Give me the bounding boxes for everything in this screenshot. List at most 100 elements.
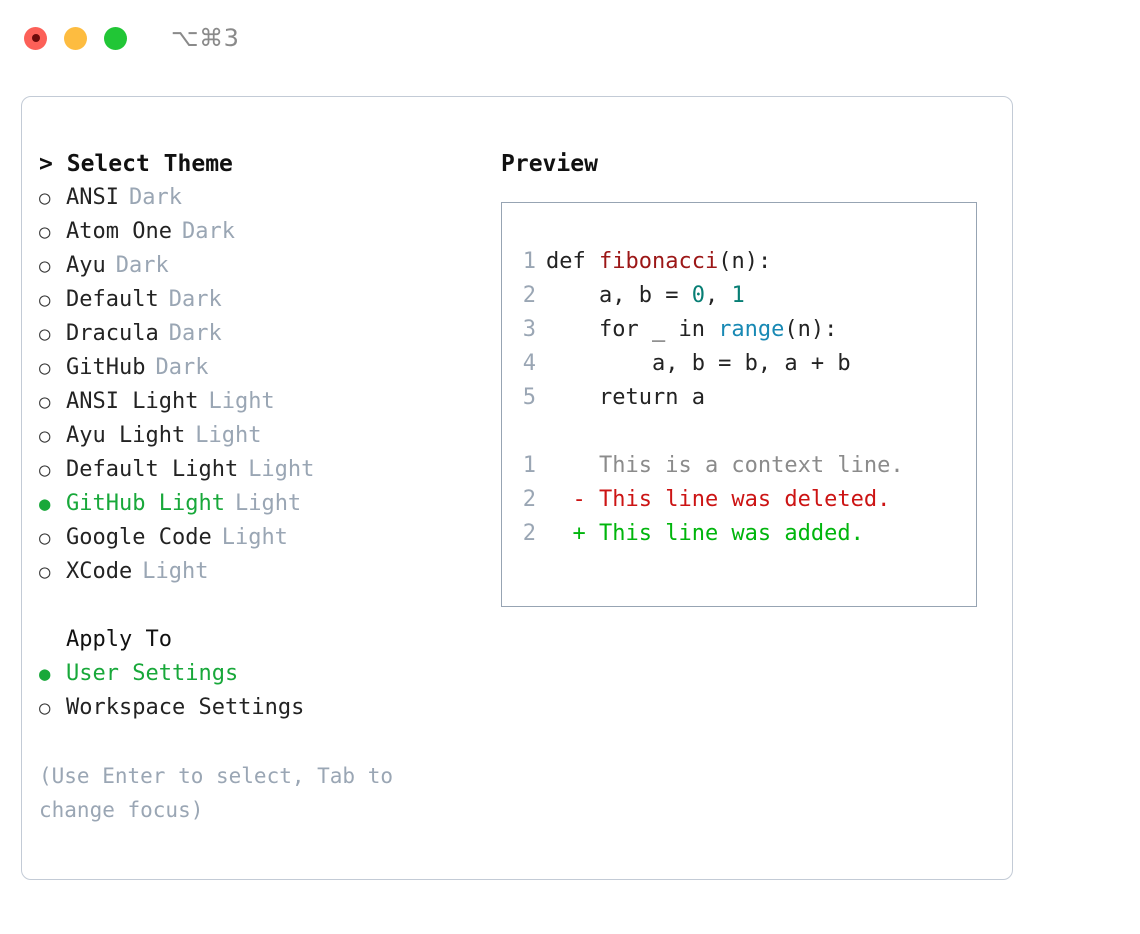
theme-option-label: GitHub Light xyxy=(66,491,225,516)
diff-line-ctx: 1 This is a context line. xyxy=(502,449,976,483)
page-title: > Select Theme xyxy=(39,147,479,181)
theme-option-label: XCode xyxy=(66,559,133,584)
radio-selected-icon: ● xyxy=(39,663,51,685)
code-line-number: 3 xyxy=(522,317,536,342)
code-line: 1 def fibonacci(n): xyxy=(502,245,976,279)
theme-variant-tag: Dark xyxy=(168,287,222,312)
code-token-plain: a, b = b, a + b xyxy=(546,351,851,376)
theme-variant-tag: Light xyxy=(248,457,315,482)
theme-variant-tag: Light xyxy=(208,389,275,414)
theme-option-github[interactable]: ○ GitHub Dark xyxy=(39,351,479,385)
diff-sample: 1 This is a context line.2 - This line w… xyxy=(502,449,976,551)
theme-option-label: Atom One xyxy=(66,219,172,244)
apply-to-option-label: User Settings xyxy=(66,661,239,686)
section-spacer xyxy=(39,589,479,623)
theme-variant-tag: Light xyxy=(234,491,302,516)
apply-to-option-workspace-settings[interactable]: ○ Workspace Settings xyxy=(39,691,479,725)
theme-option-default-light[interactable]: ○ Default Light Light xyxy=(39,453,479,487)
theme-option-google-code[interactable]: ○ Google Code Light xyxy=(39,521,479,555)
minimize-window-button[interactable] xyxy=(64,26,87,50)
code-line-number: 1 xyxy=(522,249,536,274)
radio-unselected-icon: ○ xyxy=(39,187,51,209)
code-line: 5 return a xyxy=(502,381,976,415)
apply-to-option-user-settings[interactable]: ● User Settings xyxy=(39,657,479,691)
apply-to-heading: Apply To xyxy=(66,627,172,652)
code-line-content: a, b = 0, 1 xyxy=(546,279,745,313)
theme-variant-tag: Light xyxy=(142,559,209,584)
code-token-plain: (n): xyxy=(784,317,838,342)
traffic-lights xyxy=(24,26,127,50)
theme-option-dracula[interactable]: ○ Dracula Dark xyxy=(39,317,479,351)
diff-line-del: 2 - This line was deleted. xyxy=(502,483,976,517)
theme-variant-tag: Light xyxy=(195,423,262,448)
theme-option-label: Default Light xyxy=(66,457,239,482)
code-line: 3 for _ in range(n): xyxy=(502,313,976,347)
code-line: 4 a, b = b, a + b xyxy=(502,347,976,381)
theme-option-label: GitHub xyxy=(66,355,146,380)
apply-to-option-label: Workspace Settings xyxy=(66,695,305,720)
caret-icon: > xyxy=(39,151,53,177)
code-token-call: range xyxy=(718,317,785,342)
radio-unselected-icon: ○ xyxy=(39,255,51,277)
diff-line-content: This is a context line. xyxy=(598,453,904,478)
theme-variant-tag: Dark xyxy=(181,219,235,244)
code-token-plain: , xyxy=(704,283,732,308)
radio-unselected-icon: ○ xyxy=(39,323,51,345)
preview-title: Preview xyxy=(501,151,598,177)
theme-option-label: Google Code xyxy=(66,525,212,550)
code-token-num: 1 xyxy=(731,283,745,308)
radio-unselected-icon: ○ xyxy=(39,221,51,243)
code-line-number: 5 xyxy=(522,385,536,410)
code-token-fn: fibonacci xyxy=(598,249,719,274)
code-line-content: for _ in range(n): xyxy=(546,313,837,347)
theme-variant-tag: Dark xyxy=(168,321,222,346)
theme-variant-tag: Light xyxy=(221,525,288,550)
radio-unselected-icon: ○ xyxy=(39,697,51,719)
diff-line-number: 2 xyxy=(522,487,536,512)
radio-selected-icon: ● xyxy=(39,493,51,515)
radio-unselected-icon: ○ xyxy=(39,391,51,413)
apply-to-option-list: ● User Settings ○ Workspace Settings xyxy=(39,657,479,725)
radio-unselected-icon: ○ xyxy=(39,357,51,379)
theme-option-label: Default xyxy=(66,287,159,312)
maximize-window-button[interactable] xyxy=(104,26,127,50)
theme-option-atom-one[interactable]: ○ Atom One Dark xyxy=(39,215,479,249)
code-line-number: 4 xyxy=(522,351,536,376)
code-line-number: 2 xyxy=(522,283,536,308)
code-line-content: def fibonacci(n): xyxy=(546,245,771,279)
radio-unselected-icon: ○ xyxy=(39,527,51,549)
theme-option-label: ANSI Light xyxy=(66,389,199,414)
code-token-plain: for _ in xyxy=(546,317,719,342)
code-token-num: 0 xyxy=(691,283,705,308)
theme-variant-tag: Dark xyxy=(115,253,169,278)
keyboard-hint-text: (Use Enter to select, Tab to change focu… xyxy=(39,764,394,822)
radio-unselected-icon: ○ xyxy=(39,561,51,583)
radio-unselected-icon: ○ xyxy=(39,459,51,481)
diff-line-content: This line was added. xyxy=(598,521,864,546)
close-window-button[interactable] xyxy=(24,26,47,50)
diff-line-number: 1 xyxy=(522,453,536,478)
diff-sign: + xyxy=(546,521,599,546)
code-diff-spacer xyxy=(502,415,976,449)
code-token-plain: return a xyxy=(546,385,705,410)
theme-option-ansi-light[interactable]: ○ ANSI Light Light xyxy=(39,385,479,419)
code-token-kw: def xyxy=(546,249,599,274)
theme-variant-tag: Dark xyxy=(155,355,209,380)
diff-line-content: This line was deleted. xyxy=(598,487,891,512)
theme-option-xcode[interactable]: ○ XCode Light xyxy=(39,555,479,589)
code-token-plain: a, b = xyxy=(546,283,692,308)
theme-option-github-light[interactable]: ● GitHub Light Light xyxy=(39,487,479,521)
diff-sign: - xyxy=(546,487,599,512)
theme-option-label: Dracula xyxy=(66,321,159,346)
